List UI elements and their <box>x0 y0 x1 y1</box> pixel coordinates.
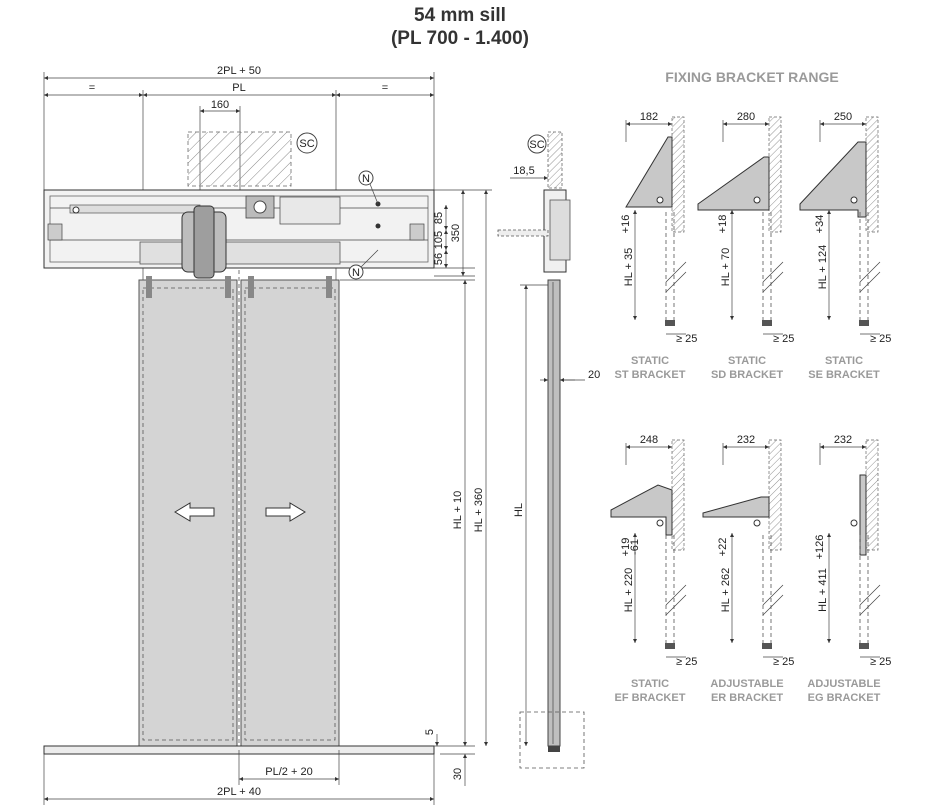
operator-header <box>43 189 435 279</box>
bracket-height: HL + 70 <box>720 248 732 286</box>
bracket-width: 232 <box>834 434 852 446</box>
dim-hl-10: HL + 10 <box>452 491 464 529</box>
bracket-height: HL + 262 <box>720 568 732 613</box>
bracket-min-clearance: ≥ 25 <box>870 333 891 345</box>
bracket-type: STATIC <box>728 355 766 367</box>
bracket-name: EG BRACKET <box>808 692 881 704</box>
bracket-panels: 182 HL + 35 +16 ≥ 25 STATIC ST BRACKET 280 HL +… <box>610 111 891 704</box>
header-height-dims: 85 105 56 350 <box>433 189 475 277</box>
bracket-shape <box>799 141 867 218</box>
open-left-arrow-icon <box>174 502 215 522</box>
bracket-shape <box>610 484 673 536</box>
n-label-bottom: N <box>352 267 360 279</box>
bracket-tolerance-up: +18 <box>717 215 729 234</box>
title-line-2: (PL 700 - 1.400) <box>390 28 529 49</box>
dim-105: 105 <box>433 231 445 249</box>
bracket-type: STATIC <box>631 355 669 367</box>
bracket-height: HL + 220 <box>623 568 635 613</box>
bracket-shape <box>697 156 770 211</box>
bracket-min-clearance: ≥ 25 <box>676 656 697 668</box>
safety-zone-hatch <box>187 131 292 187</box>
dim-56: 56 <box>433 253 445 265</box>
bracket-min-clearance: ≥ 25 <box>773 333 794 345</box>
bracket-width: 182 <box>640 111 658 123</box>
bracket-ef: 248 HL + 220 +19-61 ≥ 25 STATIC EF BRACKET <box>610 434 697 704</box>
bracket-type: STATIC <box>825 355 863 367</box>
bracket-width: 232 <box>737 434 755 446</box>
dim-eq-left: = <box>89 82 95 94</box>
bracket-name: EF BRACKET <box>615 692 686 704</box>
side-view: SC 18,5 20 HL <box>497 131 600 769</box>
n-label-top: N <box>362 173 370 185</box>
bracket-name: SE BRACKET <box>808 369 880 381</box>
dim-30: 30 <box>452 768 464 780</box>
dim-350: 350 <box>450 224 462 242</box>
dim-hl-360: HL + 360 <box>473 488 485 533</box>
bracket-width: 280 <box>737 111 755 123</box>
diagram-title: 54 mm sill (PL 700 - 1.400) <box>300 4 620 50</box>
open-right-arrow-icon <box>265 502 306 522</box>
front-view: 2PL + 50 = PL = 160 SC <box>43 65 492 805</box>
title-line-1: 54 mm sill <box>414 5 506 26</box>
dim-18-5: 18,5 <box>513 165 534 177</box>
bracket-se: 250 HL + 124 +34 ≥ 25 STATIC SE BRACKET <box>799 111 891 381</box>
side-door-leaf <box>547 279 561 747</box>
bracket-height: HL + 35 <box>623 248 635 286</box>
bracket-shape <box>625 136 673 208</box>
door-leaves <box>138 270 340 750</box>
dim-pl: PL <box>232 82 245 94</box>
bracket-name: SD BRACKET <box>711 369 783 381</box>
bracket-tolerance-down: -61 <box>629 539 641 555</box>
bracket-st: 182 HL + 35 +16 ≥ 25 STATIC ST BRACKET <box>615 111 698 381</box>
bracket-sd: 280 HL + 70 +18 ≥ 25 STATIC SD BRACKET <box>697 111 794 381</box>
bracket-width: 248 <box>640 434 658 446</box>
dim-5: 5 <box>424 729 436 735</box>
dim-20: 20 <box>588 369 600 381</box>
bottom-dims: PL/2 + 20 2PL + 40 <box>44 750 434 802</box>
bracket-tolerance-up: +34 <box>814 215 826 234</box>
bracket-name: ST BRACKET <box>615 369 686 381</box>
n-marker-top <box>358 170 374 186</box>
dim-2pl-50: 2PL + 50 <box>217 65 261 77</box>
bracket-tolerance-up: +16 <box>620 215 632 234</box>
sc-marker <box>296 132 318 154</box>
dim-160: 160 <box>211 99 229 111</box>
bracket-er: 232 HL + 262 +22 ≥ 25 ADJUSTABLE ER BRACKET <box>702 434 794 704</box>
dim-2pl-40: 2PL + 40 <box>217 786 261 798</box>
bracket-eg: 232 HL + 411 +126 ≥ 25 ADJUSTABLE EG BRACKET <box>807 434 891 704</box>
dim-top-group: 2PL + 50 = PL = 160 <box>43 65 435 280</box>
bracket-height: HL + 124 <box>817 245 829 290</box>
bracket-name: ER BRACKET <box>711 692 783 704</box>
n-marker-bottom <box>348 264 364 280</box>
height-dims: HL + 10 HL + 360 5 30 <box>340 189 492 786</box>
side-sc-label: SC <box>529 139 544 151</box>
bracket-type: ADJUSTABLE <box>807 678 880 690</box>
dim-eq-right: = <box>382 82 388 94</box>
bracket-height: HL + 411 <box>817 568 829 612</box>
bracket-min-clearance: ≥ 25 <box>773 656 794 668</box>
bracket-shape <box>702 496 770 518</box>
dim-side-hl: HL <box>513 503 525 517</box>
bracket-min-clearance: ≥ 25 <box>870 656 891 668</box>
dim-pl2-20: PL/2 + 20 <box>265 766 312 778</box>
bracket-shape <box>859 474 867 556</box>
bracket-min-clearance: ≥ 25 <box>676 333 697 345</box>
bracket-tolerance-up: +19 <box>620 538 632 557</box>
bracket-tolerance-up: +126 <box>814 535 826 560</box>
bracket-tolerance-up: +22 <box>717 538 729 557</box>
side-sc-marker <box>527 134 547 154</box>
bracket-width: 250 <box>834 111 852 123</box>
bracket-type: STATIC <box>631 678 669 690</box>
sc-label: SC <box>299 138 314 150</box>
bracket-range-header: FIXING BRACKET RANGE <box>665 69 838 85</box>
bracket-type: ADJUSTABLE <box>710 678 783 690</box>
dim-85: 85 <box>433 212 445 224</box>
